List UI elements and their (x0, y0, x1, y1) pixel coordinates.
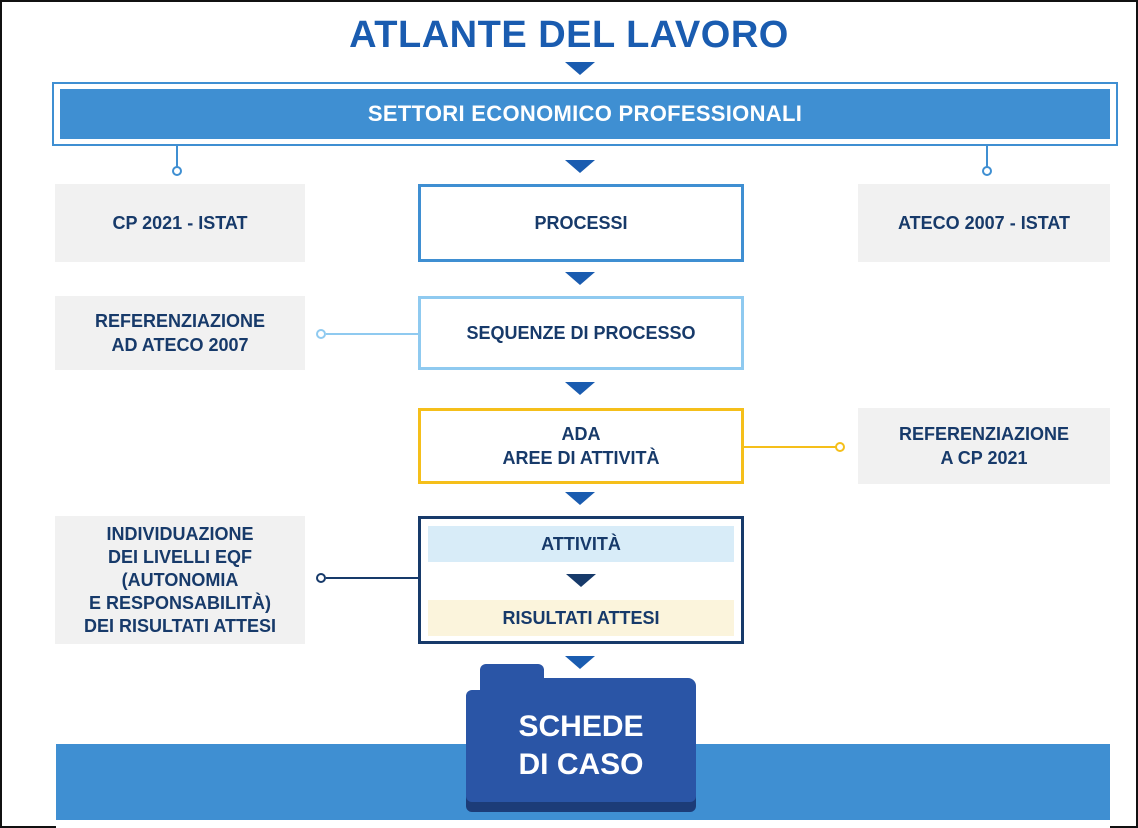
box-cp-istat-label: CP 2021 - ISTAT (112, 213, 248, 233)
box-ateco-istat: ATECO 2007 - ISTAT (858, 184, 1110, 262)
connector-line (176, 146, 178, 168)
arrow-down-icon (565, 382, 595, 395)
ref-cp-line1: REFERENZIAZIONE (898, 424, 1069, 444)
ref-ateco-line1: REFERENZIAZIONE (94, 311, 265, 331)
connector-dot (982, 166, 992, 176)
banner-settori: SETTORI ECONOMICO PROFESSIONALI (60, 89, 1110, 139)
box-processi: PROCESSI (418, 184, 744, 262)
ada-line1: ADA (561, 424, 601, 444)
eqf-line2: DEI LIVELLI EQF (107, 546, 252, 567)
arrow-down-icon (565, 492, 595, 505)
box-cp-istat: CP 2021 - ISTAT (55, 184, 305, 262)
box-sequenze-label: SEQUENZE DI PROCESSO (466, 323, 696, 343)
arrow-down-icon (566, 574, 596, 587)
risultati-label: RISULTATI ATTESI (502, 608, 660, 628)
box-ada: ADA AREE DI ATTIVITÀ (418, 408, 744, 484)
arrow-down-icon (565, 160, 595, 173)
connector-dot (172, 166, 182, 176)
box-processi-label: PROCESSI (534, 213, 628, 233)
eqf-line1: INDIVIDUAZIONE (106, 523, 254, 544)
ref-ateco-line2: AD ATECO 2007 (111, 335, 249, 355)
arrow-down-icon (565, 62, 595, 75)
box-ateco-istat-label: ATECO 2007 - ISTAT (897, 213, 1071, 233)
connector-line (326, 577, 420, 579)
connector-dot (316, 329, 326, 339)
connector-dot (316, 573, 326, 583)
eqf-line3: (AUTONOMIA (121, 569, 239, 590)
eqf-line5: DEI RISULTATI ATTESI (84, 615, 276, 636)
folder-line1: SCHEDE (518, 710, 644, 743)
box-referenziazione-ateco: REFERENZIAZIONE AD ATECO 2007 (55, 296, 305, 370)
connector-line (326, 333, 420, 335)
arrow-down-icon (565, 656, 595, 669)
page-title: ATLANTE DEL LAVORO (349, 14, 789, 56)
connector-line (986, 146, 988, 168)
box-attivita: ATTIVITÀ (428, 526, 734, 562)
ref-cp-line2: A CP 2021 (940, 448, 1028, 468)
box-eqf: INDIVIDUAZIONE DEI LIVELLI EQF (AUTONOMI… (55, 516, 305, 644)
bottom-band-edge (56, 820, 1110, 828)
box-risultati: RISULTATI ATTESI (428, 600, 734, 636)
connector-dot (835, 442, 845, 452)
connector-line (744, 446, 836, 448)
box-sequenze: SEQUENZE DI PROCESSO (418, 296, 744, 370)
box-referenziazione-cp: REFERENZIAZIONE A CP 2021 (858, 408, 1110, 484)
folder-schede-di-caso: SCHEDE DI CASO (466, 690, 696, 802)
arrow-down-icon (565, 272, 595, 285)
ada-line2: AREE DI ATTIVITÀ (502, 448, 660, 468)
eqf-line4: E RESPONSABILITÀ) (88, 592, 271, 613)
attivita-label: ATTIVITÀ (541, 534, 621, 554)
folder-line2: DI CASO (518, 748, 644, 781)
